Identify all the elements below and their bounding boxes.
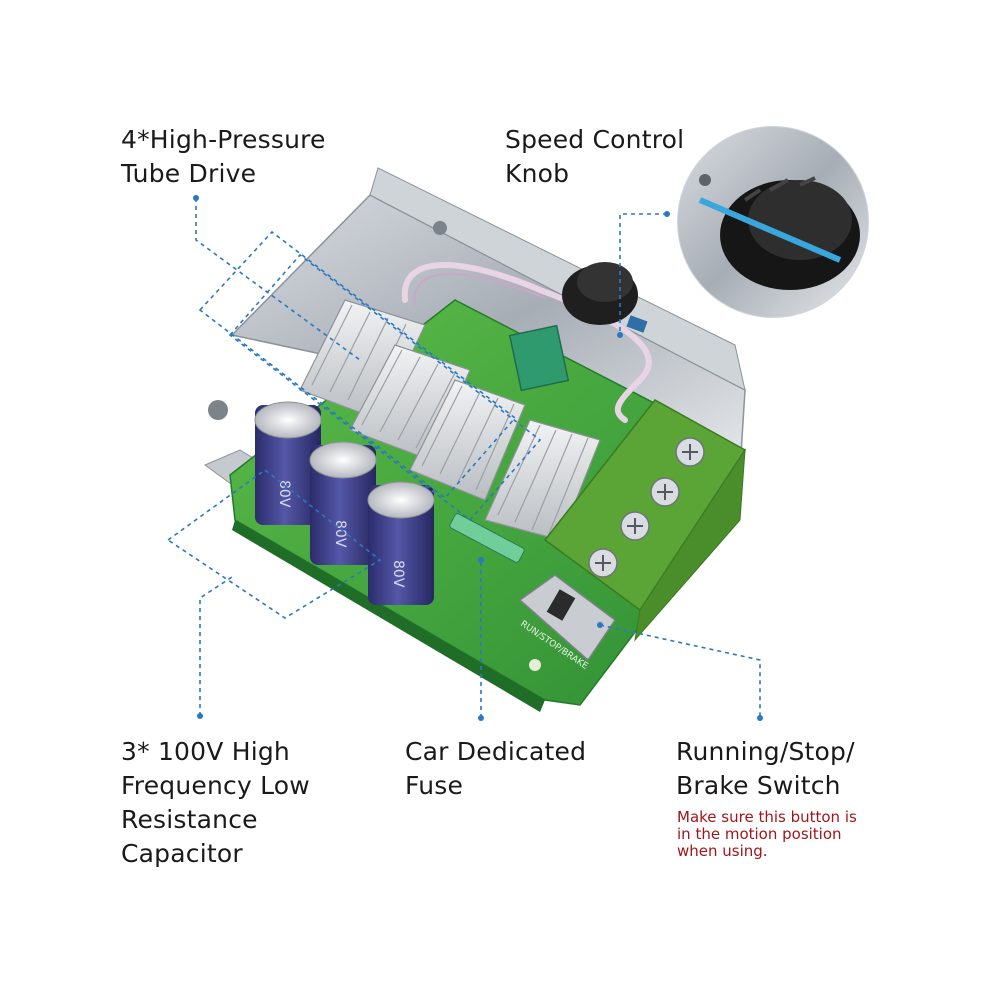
switch-label-line-1: Running/Stop/ bbox=[676, 737, 855, 766]
switch-note-line-2: in the motion position bbox=[677, 825, 842, 843]
terminal-block bbox=[543, 399, 747, 642]
switch-note-line-1: Make sure this button is bbox=[677, 808, 857, 826]
speed-knob-label-line-1: Speed Control bbox=[505, 125, 685, 154]
tube-drive-label-line-2: Tube Drive bbox=[121, 159, 257, 188]
tube-drive-label-line-1: 4*High-Pressure bbox=[121, 125, 326, 154]
capacitor-1-marking: 80V bbox=[276, 480, 292, 508]
callout-lines bbox=[166, 195, 763, 721]
capacitor-group: 80V 80V 80V bbox=[254, 401, 435, 605]
callout-line-tube-drive bbox=[195, 198, 361, 361]
capacitor-1: 80V bbox=[254, 401, 322, 525]
capacitor-label-line-4: Capacitor bbox=[121, 839, 243, 868]
fuse bbox=[449, 513, 525, 563]
capacitor-region bbox=[166, 468, 382, 619]
capacitor-label: 3* 100V High Frequency Low Resistance Ca… bbox=[121, 735, 310, 871]
fuse-label-line-2: Fuse bbox=[405, 771, 464, 800]
callout-line-capacitor bbox=[199, 574, 236, 716]
speed-knob-label-line-2: Knob bbox=[505, 159, 570, 188]
switch-note: Make sure this button is in the motion p… bbox=[677, 809, 857, 860]
capacitor-label-line-3: Resistance bbox=[121, 805, 258, 834]
callout-line-switch bbox=[599, 624, 761, 718]
fuse-label-line-1: Car Dedicated bbox=[405, 737, 587, 766]
heatsink-3 bbox=[409, 379, 526, 501]
capacitor-label-line-2: Frequency Low bbox=[121, 771, 310, 800]
knob-inset bbox=[677, 126, 869, 318]
capacitor-3-marking: 80V bbox=[390, 560, 406, 588]
switch-note-line-3: when using. bbox=[677, 842, 768, 860]
capacitor-3: 80V bbox=[367, 481, 435, 605]
capacitor-label-line-1: 3* 100V High bbox=[121, 737, 290, 766]
speed-knob bbox=[562, 262, 648, 333]
switch-label-line-2: Brake Switch bbox=[676, 771, 841, 800]
switch-label: Running/Stop/ Brake Switch bbox=[676, 735, 855, 803]
capacitor-2: 80V bbox=[309, 441, 377, 565]
tube-drive-label: 4*High-Pressure Tube Drive bbox=[121, 123, 326, 191]
relay-block bbox=[508, 324, 570, 392]
speed-knob-label: Speed Control Knob bbox=[505, 123, 684, 191]
fuse-label: Car Dedicated Fuse bbox=[405, 735, 586, 803]
capacitor-2-marking: 80V bbox=[332, 520, 348, 548]
